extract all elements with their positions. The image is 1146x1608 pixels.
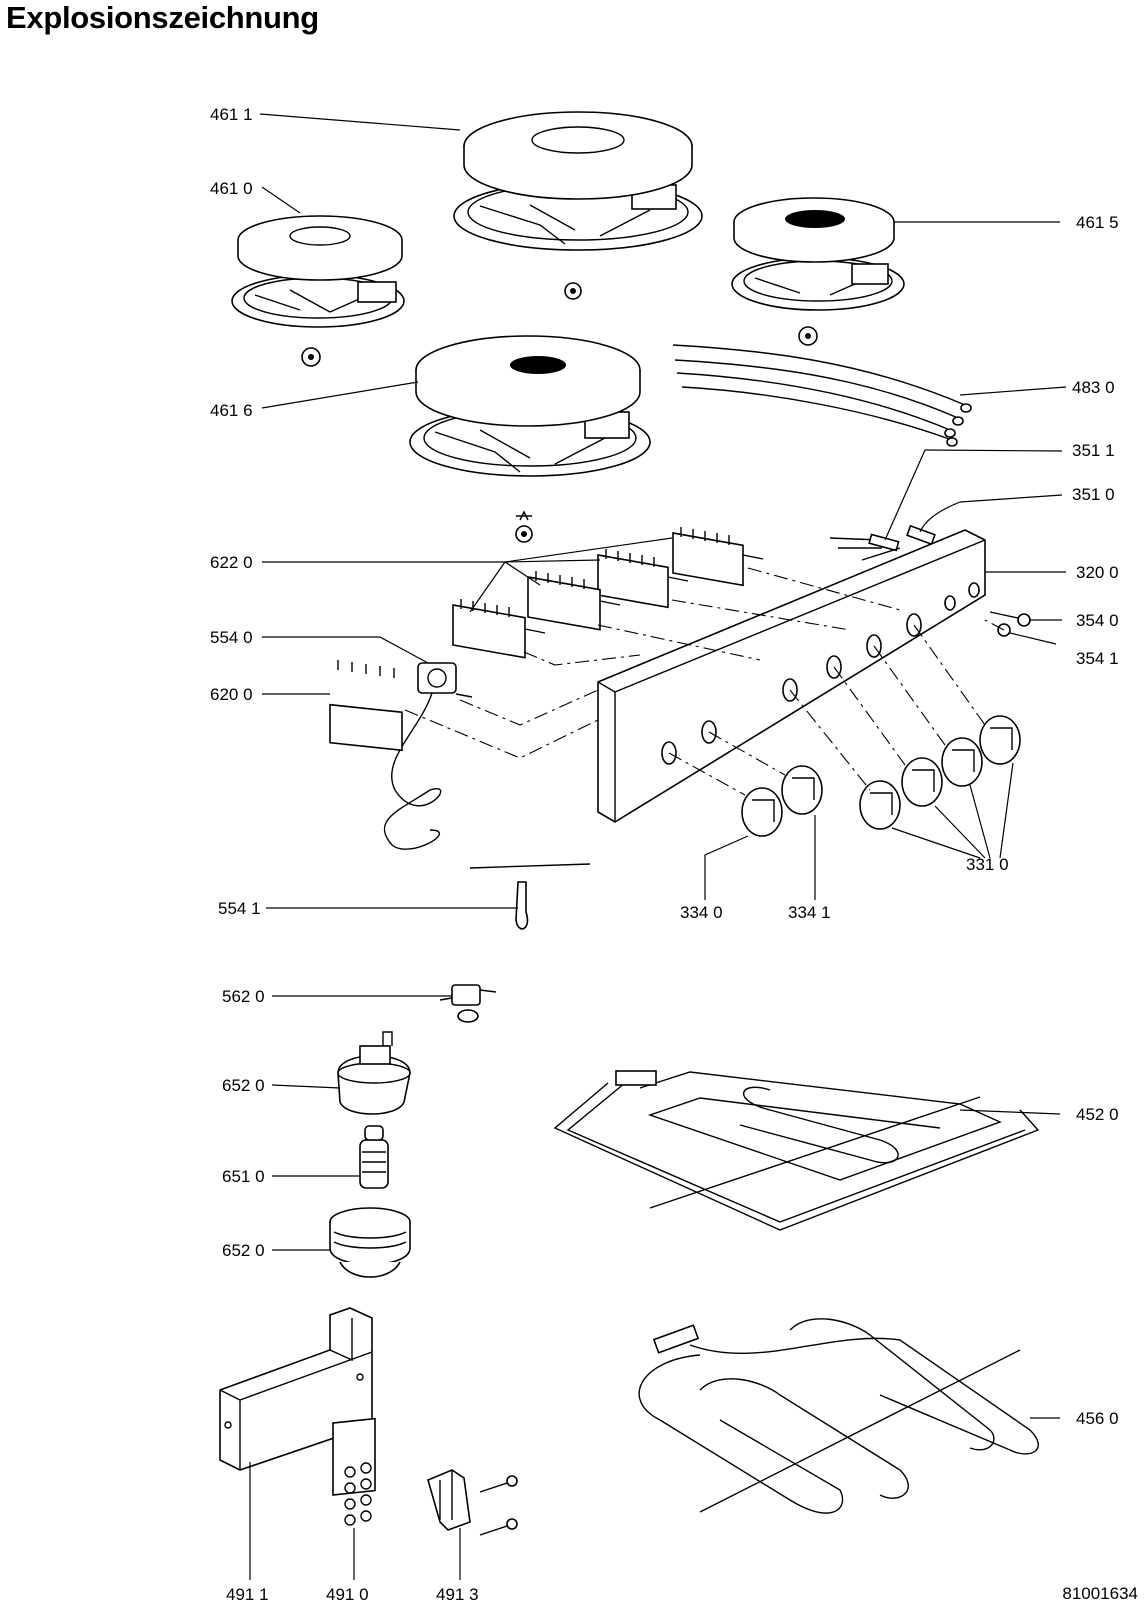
lamp-ring-652-0-lower: [329, 1207, 411, 1278]
label-320-0: 320 0: [1076, 563, 1119, 582]
indicator-lamps-351: [829, 524, 936, 561]
label-483-0: 483 0: [1072, 378, 1115, 397]
selector-switch-620-0: [329, 660, 403, 752]
hotplate-461-0: [231, 215, 405, 367]
switches-622-0: [452, 527, 764, 659]
knobs-331-0: [859, 715, 1021, 830]
part-labels: 461 1 461 0 461 5 461 6 483 0 351 1 351 …: [210, 105, 1119, 1604]
label-652-0-upper: 652 0: [222, 1076, 265, 1095]
leader-lines: [249, 113, 1067, 1580]
label-354-1: 354 1: [1076, 649, 1119, 668]
label-351-0: 351 0: [1072, 485, 1115, 504]
label-461-1: 461 1: [210, 105, 253, 124]
label-461-6: 461 6: [210, 401, 253, 420]
label-334-1: 334 1: [788, 903, 831, 922]
label-461-0: 461 0: [210, 179, 253, 198]
hotplate-461-5: [731, 197, 905, 346]
label-622-0: 622 0: [210, 553, 253, 572]
label-351-1: 351 1: [1072, 441, 1115, 460]
label-334-0: 334 0: [680, 903, 723, 922]
label-491-3: 491 3: [436, 1585, 479, 1604]
label-652-0-lower: 652 0: [222, 1241, 265, 1260]
page-title: Explosionszeichnung: [6, 0, 319, 35]
label-554-0: 554 0: [210, 628, 253, 647]
label-331-0: 331 0: [966, 855, 1009, 874]
hotplate-461-6: [409, 335, 651, 543]
label-554-1: 554 1: [218, 899, 261, 918]
assembly-dash-lines: [404, 567, 1005, 796]
label-354-0: 354 0: [1076, 611, 1119, 630]
control-panel-320-0: [597, 529, 986, 823]
label-456-0: 456 0: [1076, 1409, 1119, 1428]
terminal-block-491-0: [332, 1417, 376, 1526]
hotplate-461-1: [453, 111, 703, 300]
label-491-0: 491 0: [326, 1585, 369, 1604]
label-651-0: 651 0: [222, 1167, 265, 1186]
bulb-651-0: [359, 1125, 389, 1189]
clip-554-1: [515, 881, 529, 930]
thermostat-554-0: [383, 662, 591, 869]
knobs-334: [741, 765, 823, 837]
heating-element-452-0: [553, 1070, 1040, 1231]
wire-harness-483-0: [672, 344, 972, 447]
heating-element-456-0: [638, 1318, 1039, 1514]
lamp-housing-652-0-upper: [337, 1031, 411, 1115]
screws-354: [989, 611, 1031, 637]
document-number: 81001634: [1062, 1584, 1138, 1603]
part-562-0: [439, 984, 497, 1023]
label-461-5: 461 5: [1076, 213, 1119, 232]
label-562-0: 562 0: [222, 987, 265, 1006]
label-620-0: 620 0: [210, 685, 253, 704]
label-452-0: 452 0: [1076, 1105, 1119, 1124]
label-491-1: 491 1: [226, 1585, 269, 1604]
bracket-491-3: [427, 1469, 518, 1536]
